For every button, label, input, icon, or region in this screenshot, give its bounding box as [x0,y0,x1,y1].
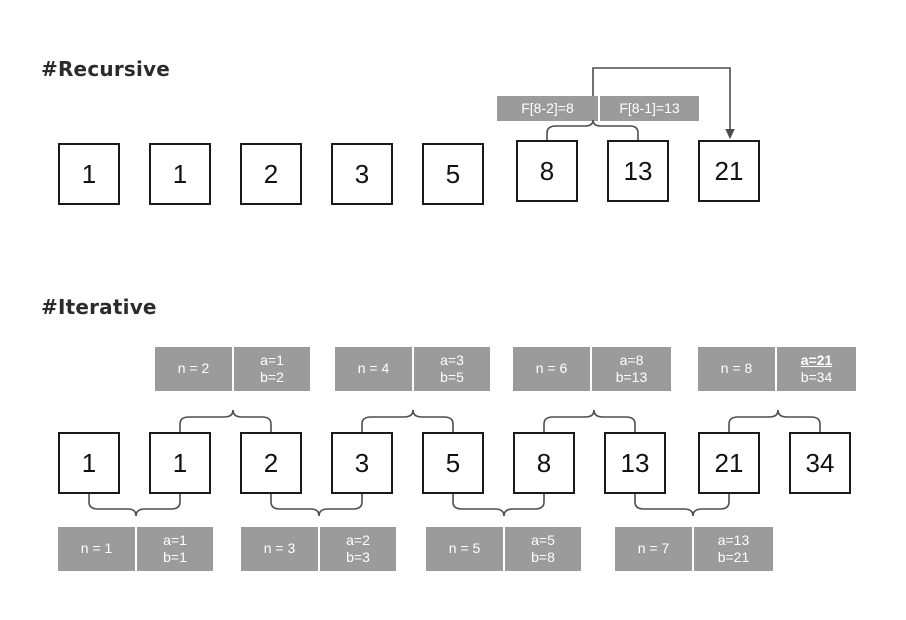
iterative-bottom-label-group-3: n = 7 a=13 b=21 [615,527,773,571]
recursive-box-6: 13 [607,140,669,202]
recursive-box-1: 1 [149,143,211,205]
iterative-bottom-label-1-b: b=3 [346,549,370,565]
iterative-top-label-group-2: n = 6 a=8 b=13 [513,347,671,391]
iterative-bottom-label-1-a: a=2 [346,531,370,548]
recursive-box-7: 21 [698,140,760,202]
page-title-recursive: #Recursive [41,57,171,81]
iterative-top-label-3-n: n = 8 [698,347,775,391]
iterative-bottom-label-0-a: a=1 [163,531,187,548]
iterative-box-5: 8 [513,432,575,494]
recursive-box-3: 3 [331,143,393,205]
page-title-iterative: #Iterative [41,295,157,319]
iterative-bottom-label-2-b: b=8 [531,549,555,565]
iterative-top-label-1-b: b=5 [440,369,464,385]
iterative-bottom-label-3-ab: a=13 b=21 [692,527,773,571]
iterative-box-7: 21 [698,432,760,494]
iterative-top-label-0-a: a=1 [260,351,284,368]
iterative-bottom-label-3-a: a=13 [717,531,750,548]
iterative-top-label-3-ab: a=21 b=34 [775,347,856,391]
iterative-bottom-label-2-ab: a=5 b=8 [503,527,581,571]
iterative-top-label-1-ab: a=3 b=5 [412,347,490,391]
iterative-top-label-2-n: n = 6 [513,347,590,391]
iterative-top-label-group-1: n = 4 a=3 b=5 [335,347,490,391]
iterative-top-label-1-n: n = 4 [335,347,412,391]
iterative-top-label-group-3: n = 8 a=21 b=34 [698,347,856,391]
iterative-box-1: 1 [149,432,211,494]
iterative-top-label-1-a: a=3 [440,351,464,368]
iterative-top-label-0-n: n = 2 [155,347,232,391]
iterative-top-label-2-a: a=8 [619,351,644,368]
recursive-label-left: F[8-2]=8 [497,96,598,121]
iterative-bottom-label-group-2: n = 5 a=5 b=8 [426,527,581,571]
iterative-box-3: 3 [331,432,393,494]
iterative-bottom-label-3-b: b=21 [717,549,750,565]
recursive-box-2: 2 [240,143,302,205]
recursive-box-5: 8 [516,140,578,202]
iterative-bottom-label-3-n: n = 7 [615,527,692,571]
recursive-label-right-text: F[8-1]=13 [619,99,680,116]
iterative-bottom-label-2-a: a=5 [531,531,555,548]
iterative-box-2: 2 [240,432,302,494]
iterative-box-4: 5 [422,432,484,494]
iterative-bottom-label-2-n: n = 5 [426,527,503,571]
iterative-top-label-0-b: b=2 [260,369,284,385]
recursive-box-0: 1 [58,143,120,205]
recursive-box-4: 5 [422,143,484,205]
iterative-top-label-3-a: a=21 [800,351,833,368]
iterative-bottom-label-1-ab: a=2 b=3 [318,527,396,571]
iterative-bottom-label-group-1: n = 3 a=2 b=3 [241,527,396,571]
iterative-top-label-2-b: b=13 [615,369,648,385]
iterative-bottom-label-group-0: n = 1 a=1 b=1 [58,527,213,571]
iterative-top-label-3-b: b=34 [800,369,833,385]
recursive-label-group: F[8-2]=8 F[8-1]=13 [497,96,699,121]
iterative-top-label-group-0: n = 2 a=1 b=2 [155,347,310,391]
iterative-box-6: 13 [604,432,666,494]
iterative-bottom-label-1-n: n = 3 [241,527,318,571]
iterative-up-braces-icon [179,409,821,432]
recursive-label-left-text: F[8-2]=8 [521,99,574,116]
iterative-box-0: 1 [58,432,120,494]
iterative-down-braces-icon [88,494,730,517]
recursive-brace-icon [546,119,639,140]
recursive-label-right: F[8-1]=13 [598,96,699,121]
iterative-bottom-label-0-n: n = 1 [58,527,135,571]
iterative-box-8: 34 [789,432,851,494]
iterative-bottom-label-0-ab: a=1 b=1 [135,527,213,571]
iterative-top-label-0-ab: a=1 b=2 [232,347,310,391]
iterative-top-label-2-ab: a=8 b=13 [590,347,671,391]
iterative-bottom-label-0-b: b=1 [163,549,187,565]
